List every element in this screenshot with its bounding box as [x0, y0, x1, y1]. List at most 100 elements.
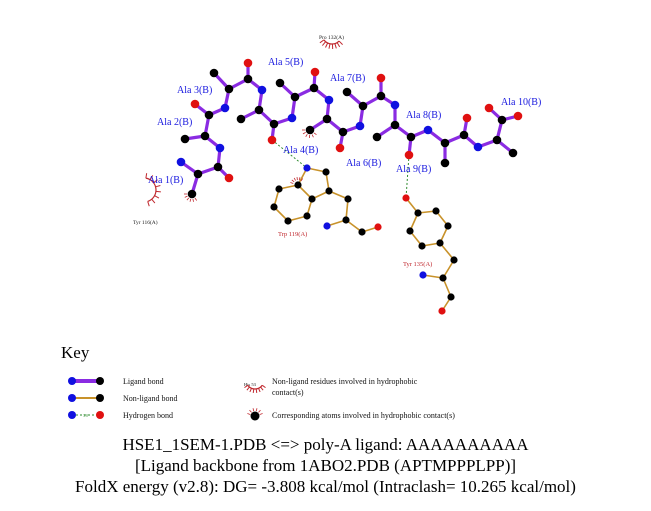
- hydrogen-bond: [405, 154, 410, 199]
- hydrophobic-label-tyr116: Tyr 116(A): [133, 219, 158, 226]
- oxygen-atom: [513, 111, 523, 121]
- oxygen-atom: [267, 135, 277, 145]
- nitrogen-atom: [220, 103, 230, 113]
- carbon-atom: [325, 187, 333, 195]
- carbon-atom: [508, 148, 518, 158]
- oxygen-atom: [376, 73, 386, 83]
- hydrophobic-arc-tyr116-icon: [145, 173, 161, 207]
- oxygen-atom: [243, 58, 253, 68]
- carbon-atom: [254, 105, 264, 115]
- caption-line-3: FoldX energy (v2.8): DG= -3.808 kcal/mol…: [75, 477, 576, 496]
- carbon-atom: [432, 207, 440, 215]
- key-non-ligand-bond-sample: [68, 394, 104, 402]
- carbon-atom: [450, 256, 458, 264]
- key-hydrogen-bond-label: Hydrogen bond: [123, 411, 173, 420]
- carbon-atom: [440, 138, 450, 148]
- carbon-atom: [200, 131, 210, 141]
- key-hydrogen-bond-sample: 3.0: [68, 411, 104, 419]
- carbon-atom: [342, 87, 352, 97]
- nitrogen-atom: [257, 85, 267, 95]
- oxygen-atom: [190, 99, 200, 109]
- key-hbond-distance: 3.0: [83, 413, 88, 418]
- hydrophobic-atom-ala6-icon: [302, 129, 317, 139]
- key-hydrophobic-residue-desc-2: contact(s): [272, 388, 304, 397]
- carbon-atom: [414, 209, 422, 217]
- ligand-label-ala4: Ala 4(B): [283, 145, 318, 156]
- ligand-label-ala8: Ala 8(B): [406, 110, 441, 121]
- key-atom-spokes-icon: [247, 408, 263, 415]
- ligand-label-ala7: Ala 7(B): [330, 73, 365, 84]
- nitrogen-atom: [419, 271, 427, 279]
- ligand-label-ala5: Ala 5(B): [268, 57, 303, 68]
- key-hydrophobic-atom-icon: [247, 408, 263, 421]
- residue-label-tyr135: Tyr 135(A): [403, 261, 432, 268]
- key-atom-icon: [250, 411, 260, 421]
- carbon-atom: [436, 239, 444, 247]
- key-ligand-bond-label: Ligand bond: [123, 377, 164, 386]
- oxygen-atom: [462, 113, 472, 123]
- oxygen-atom: [335, 143, 345, 153]
- carbon-atom: [213, 162, 223, 172]
- carbon-atom: [492, 135, 502, 145]
- key-ligand-bond-sample: [68, 377, 104, 385]
- carbon-atom: [294, 181, 302, 189]
- carbon-atom: [418, 242, 426, 250]
- carbon-atom: [236, 114, 246, 124]
- carbon-atom: [322, 114, 332, 124]
- caption-line-1: HSE1_1SEM-1.PDB <=> poly-A ligand: AAAAA…: [122, 435, 529, 454]
- carbon-atom: [444, 222, 452, 230]
- carbon-atom: [459, 130, 469, 140]
- non-ligand-bond: [439, 242, 455, 261]
- carbon-atom: [322, 168, 330, 176]
- carbon-atom: [308, 195, 316, 203]
- key-arc-icon: [244, 384, 266, 393]
- residue-label-trp119: Trp 119(A): [278, 231, 307, 238]
- nitrogen-atom: [355, 121, 365, 131]
- carbon-atom: [269, 119, 279, 129]
- carbon-atom: [275, 78, 285, 88]
- carbon-atom: [305, 125, 315, 135]
- carbon-atom: [204, 110, 214, 120]
- oxygen-atom: [224, 173, 234, 183]
- ligand-label-ala9: Ala 9(B): [396, 164, 431, 175]
- carbon-atom: [439, 274, 447, 282]
- nitrogen-atom: [287, 113, 297, 123]
- carbon-atom: [440, 158, 450, 168]
- hydrophobic-atom-trp119-icon: [290, 177, 304, 184]
- key-hydrophobic-residue-example: His 53: [244, 382, 257, 387]
- nitrogen-atom: [473, 142, 483, 152]
- nitrogen-atom: [303, 164, 311, 172]
- nitrogen-atom: [324, 95, 334, 105]
- carbon-atom: [358, 101, 368, 111]
- key: Key Ligand bond Non-ligand bond 3.0 Hydr…: [61, 343, 455, 421]
- oxygen-atom: [404, 150, 414, 160]
- carbon-atom: [406, 132, 416, 142]
- carbon-atom: [224, 84, 234, 94]
- oxygen-atom: [484, 103, 494, 113]
- key-title: Key: [61, 343, 90, 362]
- carbon-atom: [303, 212, 311, 220]
- carbon-atom: [290, 92, 300, 102]
- ligand-label-ala6: Ala 6(B): [346, 158, 381, 169]
- caption-line-2: [Ligand backbone from 1ABO2.PDB (APTMPPP…: [134, 456, 517, 475]
- nitrogen-atom: [423, 125, 433, 135]
- carbon-atom: [447, 293, 455, 301]
- oxygen-atom: [438, 307, 446, 315]
- ligand-label-ala2: Ala 2(B): [157, 117, 192, 128]
- key-hydrophobic-residue-desc: Non-ligand residues involved in hydropho…: [272, 377, 418, 386]
- nitrogen-atom: [176, 157, 186, 167]
- ligand-label-ala1: Ala 1(B): [148, 175, 183, 186]
- nitrogen-atom: [323, 222, 331, 230]
- hydrogen-bond: [271, 139, 308, 169]
- key-hydrophobic-atoms-desc: Corresponding atoms involved in hydropho…: [272, 411, 455, 420]
- hydrophobic-atom-ala1-icon: [184, 193, 198, 202]
- nitrogen-atom: [390, 100, 400, 110]
- carbon-atom: [243, 74, 253, 84]
- hydrophobic-arc-pro132-icon: [319, 39, 343, 50]
- carbon-atom: [193, 169, 203, 179]
- carbon-atom: [338, 127, 348, 137]
- carbon-atom: [406, 227, 414, 235]
- oxygen-atom: [402, 194, 410, 202]
- oxygen-atom: [310, 67, 320, 77]
